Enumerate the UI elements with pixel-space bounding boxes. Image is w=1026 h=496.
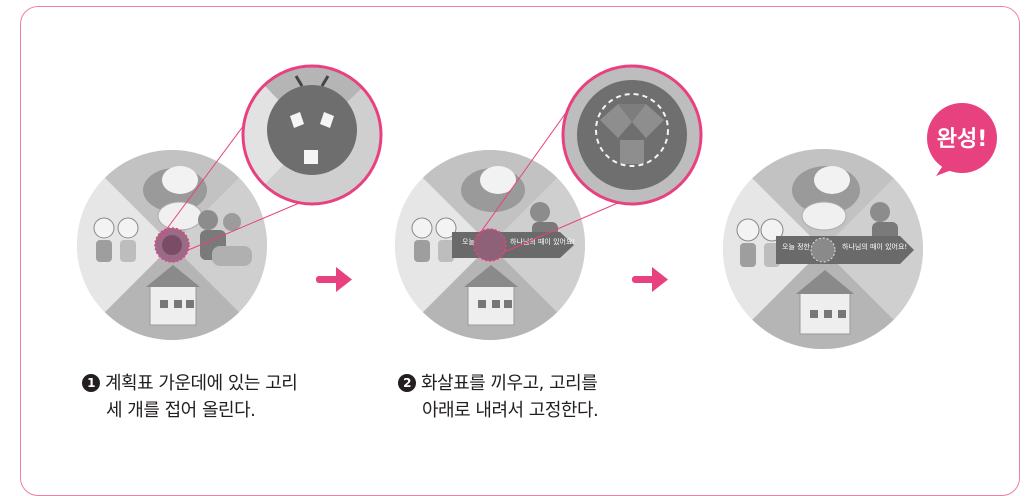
step2-line2: 아래로 내려서 고정한다. (422, 400, 599, 421)
planner-wheel-step1 (77, 150, 267, 340)
arrow-text-right-complete: 하나님의 때이 있어요! (842, 242, 907, 251)
step1-line1: 계획표 가운데에 있는 고리 (105, 373, 298, 394)
step2-caption: 2 화살표를 끼우고, 고리를 아래로 내려서 고정한다. (398, 370, 599, 424)
arrow-text-left-complete: 오늘 정한 (782, 242, 811, 251)
step1-number: 1 (82, 374, 100, 392)
next-arrow-1 (316, 267, 352, 292)
arrow-text-right-step2: 하나님의 때이 있어요! (510, 237, 575, 246)
zoom-circle-step1 (241, 64, 383, 206)
planner-wheel-step2: 오늘 정한 하나님의 때이 있어요! (395, 150, 585, 340)
complete-badge-text: 완성! (937, 127, 988, 152)
step1-caption: 1 계획표 가운데에 있는 고리 세 개를 접어 올린다. (82, 370, 298, 424)
next-arrow-2 (632, 267, 668, 292)
planner-wheel-complete: 오늘 정한 하나님의 때이 있어요! (723, 149, 923, 349)
instruction-diagram: 오늘 정한 하나님의 때이 있어요! (77, 64, 997, 349)
step2-line1: 화살표를 끼우고, 고리를 (421, 373, 598, 394)
zoom-circle-step2 (561, 64, 703, 206)
step2-number: 2 (398, 374, 416, 392)
step1-line2: 세 개를 접어 올린다. (106, 400, 256, 421)
complete-badge: 완성! (927, 103, 997, 176)
